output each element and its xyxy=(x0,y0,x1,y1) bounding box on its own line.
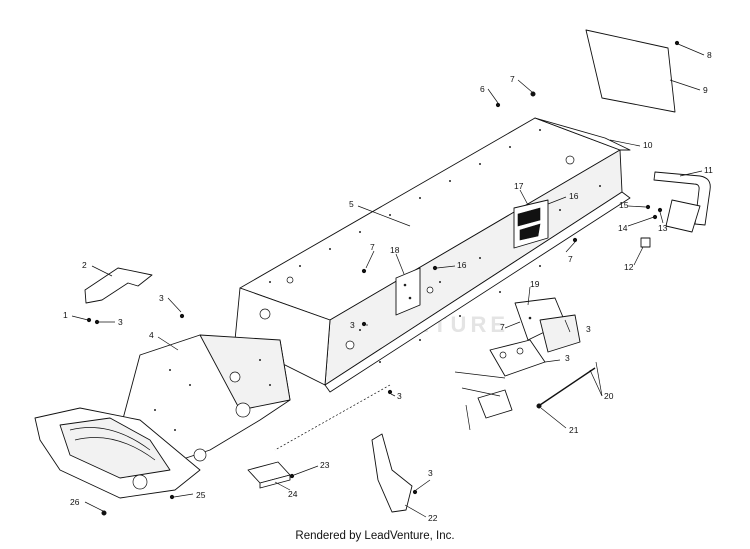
bulkhead-part-4[interactable] xyxy=(119,334,291,471)
callout-25: 25 xyxy=(196,490,206,500)
callout-6: 6 xyxy=(480,84,485,94)
callout-17: 17 xyxy=(514,181,524,191)
callout-26: 26 xyxy=(70,497,80,507)
callout-7-c: 7 xyxy=(370,242,375,252)
fasteners xyxy=(86,40,680,516)
callout-10: 10 xyxy=(643,140,653,150)
callout-23: 23 xyxy=(320,460,330,470)
bracket-part-18[interactable] xyxy=(395,267,421,316)
callout-16-b: 16 xyxy=(457,260,467,270)
callout-3-d: 3 xyxy=(586,324,591,334)
callout-labels: 2 1 3 3 4 5 6 7 8 9 10 11 15 14 13 12 16… xyxy=(63,50,713,523)
callout-3-a: 3 xyxy=(118,317,123,327)
callout-18: 18 xyxy=(390,245,400,255)
callout-21: 21 xyxy=(569,425,579,435)
callout-9: 9 xyxy=(703,85,708,95)
callout-4: 4 xyxy=(149,330,154,340)
plate-part-24[interactable] xyxy=(247,461,291,489)
guide-lines xyxy=(274,371,506,451)
callout-3-e: 3 xyxy=(565,353,570,363)
callout-22: 22 xyxy=(428,513,438,523)
brace-part-2[interactable] xyxy=(84,267,153,304)
leader-lines xyxy=(71,43,705,518)
callout-13: 13 xyxy=(658,223,668,233)
callout-1: 1 xyxy=(63,310,68,320)
callout-2: 2 xyxy=(82,260,87,270)
callout-11: 11 xyxy=(704,165,713,175)
bracket-part-17[interactable] xyxy=(513,199,549,249)
callout-20: 20 xyxy=(604,391,614,401)
callout-12: 12 xyxy=(624,262,634,272)
rear-flap-part-9[interactable] xyxy=(585,29,676,113)
callout-3-c: 3 xyxy=(350,320,355,330)
callout-5: 5 xyxy=(349,199,354,209)
callout-3-g: 3 xyxy=(428,468,433,478)
callout-24: 24 xyxy=(288,489,298,499)
callout-8: 8 xyxy=(707,50,712,60)
mount-plate-assembly[interactable] xyxy=(477,339,546,419)
footer-credit: Rendered by LeadVenture, Inc. xyxy=(295,530,455,542)
nose-pan[interactable] xyxy=(34,407,201,499)
callout-3-f: 3 xyxy=(397,391,402,401)
callout-3-b: 3 xyxy=(159,293,164,303)
callout-19: 19 xyxy=(530,279,540,289)
bracket-part-19[interactable] xyxy=(514,297,581,353)
callout-15: 15 xyxy=(619,200,629,210)
callout-7-a: 7 xyxy=(510,74,515,84)
callout-7-d: 7 xyxy=(500,322,505,332)
callout-16-a: 16 xyxy=(569,191,579,201)
callout-14: 14 xyxy=(618,223,628,233)
callout-7-b: 7 xyxy=(568,254,573,264)
bracket-part-22[interactable] xyxy=(371,433,413,513)
bolt-part-21[interactable] xyxy=(536,367,596,409)
bumper-cap-part-12[interactable] xyxy=(640,237,651,248)
rear-bumper-part-11[interactable] xyxy=(653,171,711,233)
